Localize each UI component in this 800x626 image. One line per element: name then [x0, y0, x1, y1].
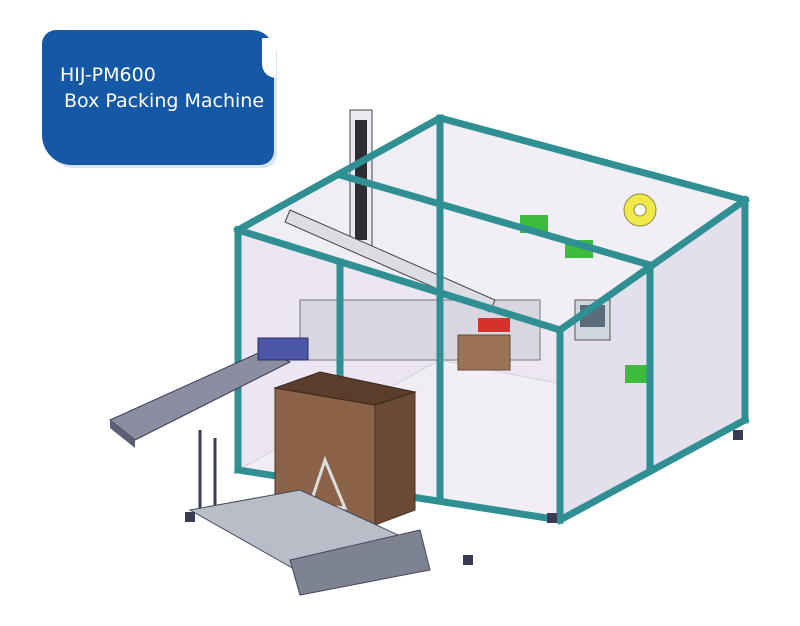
infeed-side-guide: [257, 337, 309, 361]
model-number: HIJ-PM600: [60, 64, 156, 86]
carton-stack-top: [273, 371, 417, 406]
green-part-3: [625, 365, 647, 383]
title-badge: HIJ-PM600 Box Packing Machine: [42, 30, 276, 165]
conveyor-legs: [198, 430, 217, 510]
red-part: [478, 318, 510, 332]
machine-feet: [185, 430, 743, 565]
badge-notch: [262, 38, 276, 78]
carton-stack-side: [374, 391, 416, 526]
machine-name: Box Packing Machine: [64, 90, 265, 112]
machine-frame: [233, 114, 750, 525]
inner-carton: [457, 334, 511, 371]
outfeed-front-rail: [289, 529, 431, 596]
